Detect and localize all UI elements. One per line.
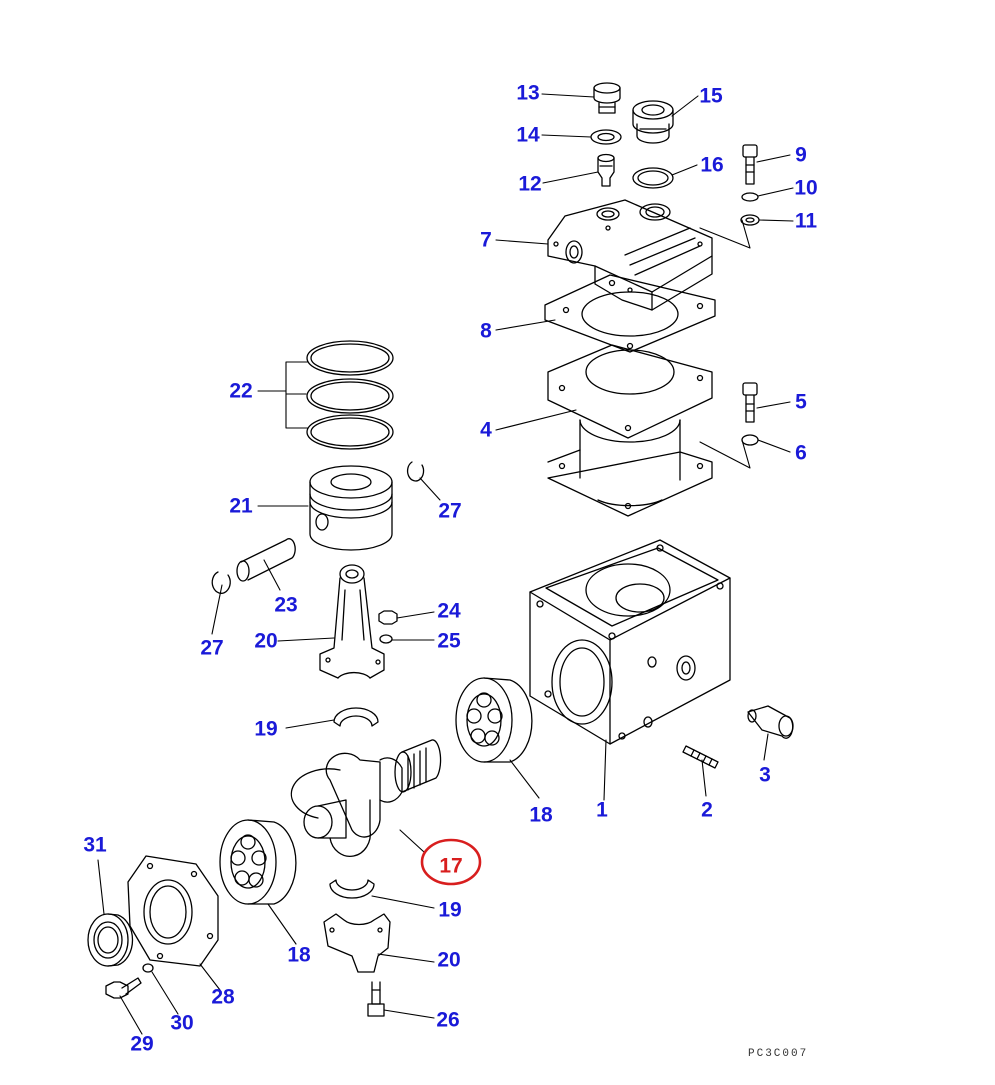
callout-3[interactable]: 3 bbox=[759, 763, 771, 787]
part-17-crankshaft bbox=[290, 739, 442, 858]
part-25-piston-rings bbox=[306, 340, 394, 450]
callout-21[interactable]: 26 bbox=[436, 1008, 460, 1032]
callout-12[interactable]: 12 bbox=[518, 172, 542, 196]
callout-4[interactable]: 4 bbox=[480, 418, 492, 442]
callout-29[interactable]: 29 bbox=[130, 1032, 154, 1056]
callout-14[interactable]: 14 bbox=[516, 123, 540, 147]
callout-18-upper[interactable]: 18 bbox=[529, 803, 553, 827]
part-2-stud bbox=[682, 745, 719, 769]
callout-8[interactable]: 8 bbox=[480, 319, 492, 343]
part-15-fitting bbox=[632, 100, 674, 144]
part-24-piston bbox=[309, 465, 393, 551]
callout-1[interactable]: 1 bbox=[596, 798, 608, 822]
callout-27-upper[interactable]: 27 bbox=[438, 499, 462, 523]
part-13-plug bbox=[593, 82, 621, 114]
part-6-washer bbox=[741, 434, 759, 446]
part-31-oil-seal bbox=[87, 913, 134, 967]
part-19-bearing-shell-lower bbox=[329, 879, 375, 899]
part-10-spring-washer bbox=[741, 192, 759, 202]
callout-19-upper[interactable]: 19 bbox=[254, 717, 278, 741]
callout-24[interactable]: 21 bbox=[229, 494, 253, 518]
callout-5[interactable]: 5 bbox=[795, 390, 807, 414]
part-30-washer bbox=[142, 963, 154, 973]
part-4-cylinder bbox=[547, 344, 713, 517]
part-27-snap-ring-upper bbox=[406, 461, 425, 482]
part-11-washer bbox=[740, 214, 760, 226]
callout-10[interactable]: 10 bbox=[794, 176, 818, 200]
part-29-bolt bbox=[105, 977, 142, 999]
callout-26[interactable]: 23 bbox=[274, 593, 298, 617]
part-8-gasket bbox=[544, 274, 716, 353]
part-12-valve bbox=[597, 153, 615, 187]
callout-31[interactable]: 31 bbox=[83, 833, 107, 857]
callout-23[interactable]: 25 bbox=[437, 629, 461, 653]
part-1-crankcase bbox=[529, 539, 731, 745]
part-16-ring bbox=[632, 167, 674, 189]
callout-28[interactable]: 28 bbox=[211, 985, 235, 1009]
callout-27-lower[interactable]: 27 bbox=[200, 636, 224, 660]
part-5-bolt bbox=[742, 382, 758, 423]
part-19-bearing-shell-upper bbox=[333, 707, 379, 727]
highlight-circle-17 bbox=[420, 838, 482, 886]
leader-lines bbox=[97, 93, 794, 1035]
callout-20-upper[interactable]: 20 bbox=[254, 629, 278, 653]
part-14-washer bbox=[590, 129, 622, 145]
drawing-code: PC3C007 bbox=[748, 1048, 809, 1060]
callout-2[interactable]: 2 bbox=[701, 798, 713, 822]
part-27-snap-ring-lower bbox=[211, 571, 231, 594]
part-18-bearing-lower bbox=[219, 819, 297, 905]
callout-20-lower[interactable]: 20 bbox=[437, 948, 461, 972]
callout-22[interactable]: 24 bbox=[437, 599, 461, 623]
callout-19-lower[interactable]: 19 bbox=[438, 898, 462, 922]
callout-25[interactable]: 22 bbox=[229, 379, 253, 403]
callout-13[interactable]: 13 bbox=[516, 81, 540, 105]
part-7-cylinder-head bbox=[547, 199, 713, 311]
callout-9[interactable]: 9 bbox=[795, 143, 807, 167]
callout-15[interactable]: 15 bbox=[699, 84, 723, 108]
part-22-nut bbox=[378, 610, 398, 625]
part-9-bolt bbox=[742, 144, 758, 185]
callout-6[interactable]: 6 bbox=[795, 441, 807, 465]
callout-17-highlighted[interactable]: 17 bbox=[439, 854, 463, 878]
callout-18-lower[interactable]: 18 bbox=[287, 943, 311, 967]
callout-7[interactable]: 7 bbox=[480, 228, 492, 252]
part-3-plug bbox=[747, 705, 794, 739]
part-18-bearing-upper bbox=[455, 677, 533, 763]
part-20-bearing-cap bbox=[323, 913, 391, 973]
part-21-bolt bbox=[367, 981, 385, 1017]
part-26-piston-pin bbox=[236, 538, 296, 582]
part-28-cover bbox=[127, 855, 219, 967]
callout-11[interactable]: 11 bbox=[794, 209, 818, 233]
part-20-connecting-rod bbox=[319, 564, 385, 679]
callout-16[interactable]: 16 bbox=[700, 153, 724, 177]
part-23-washer bbox=[379, 634, 393, 644]
callout-30[interactable]: 30 bbox=[170, 1011, 194, 1035]
